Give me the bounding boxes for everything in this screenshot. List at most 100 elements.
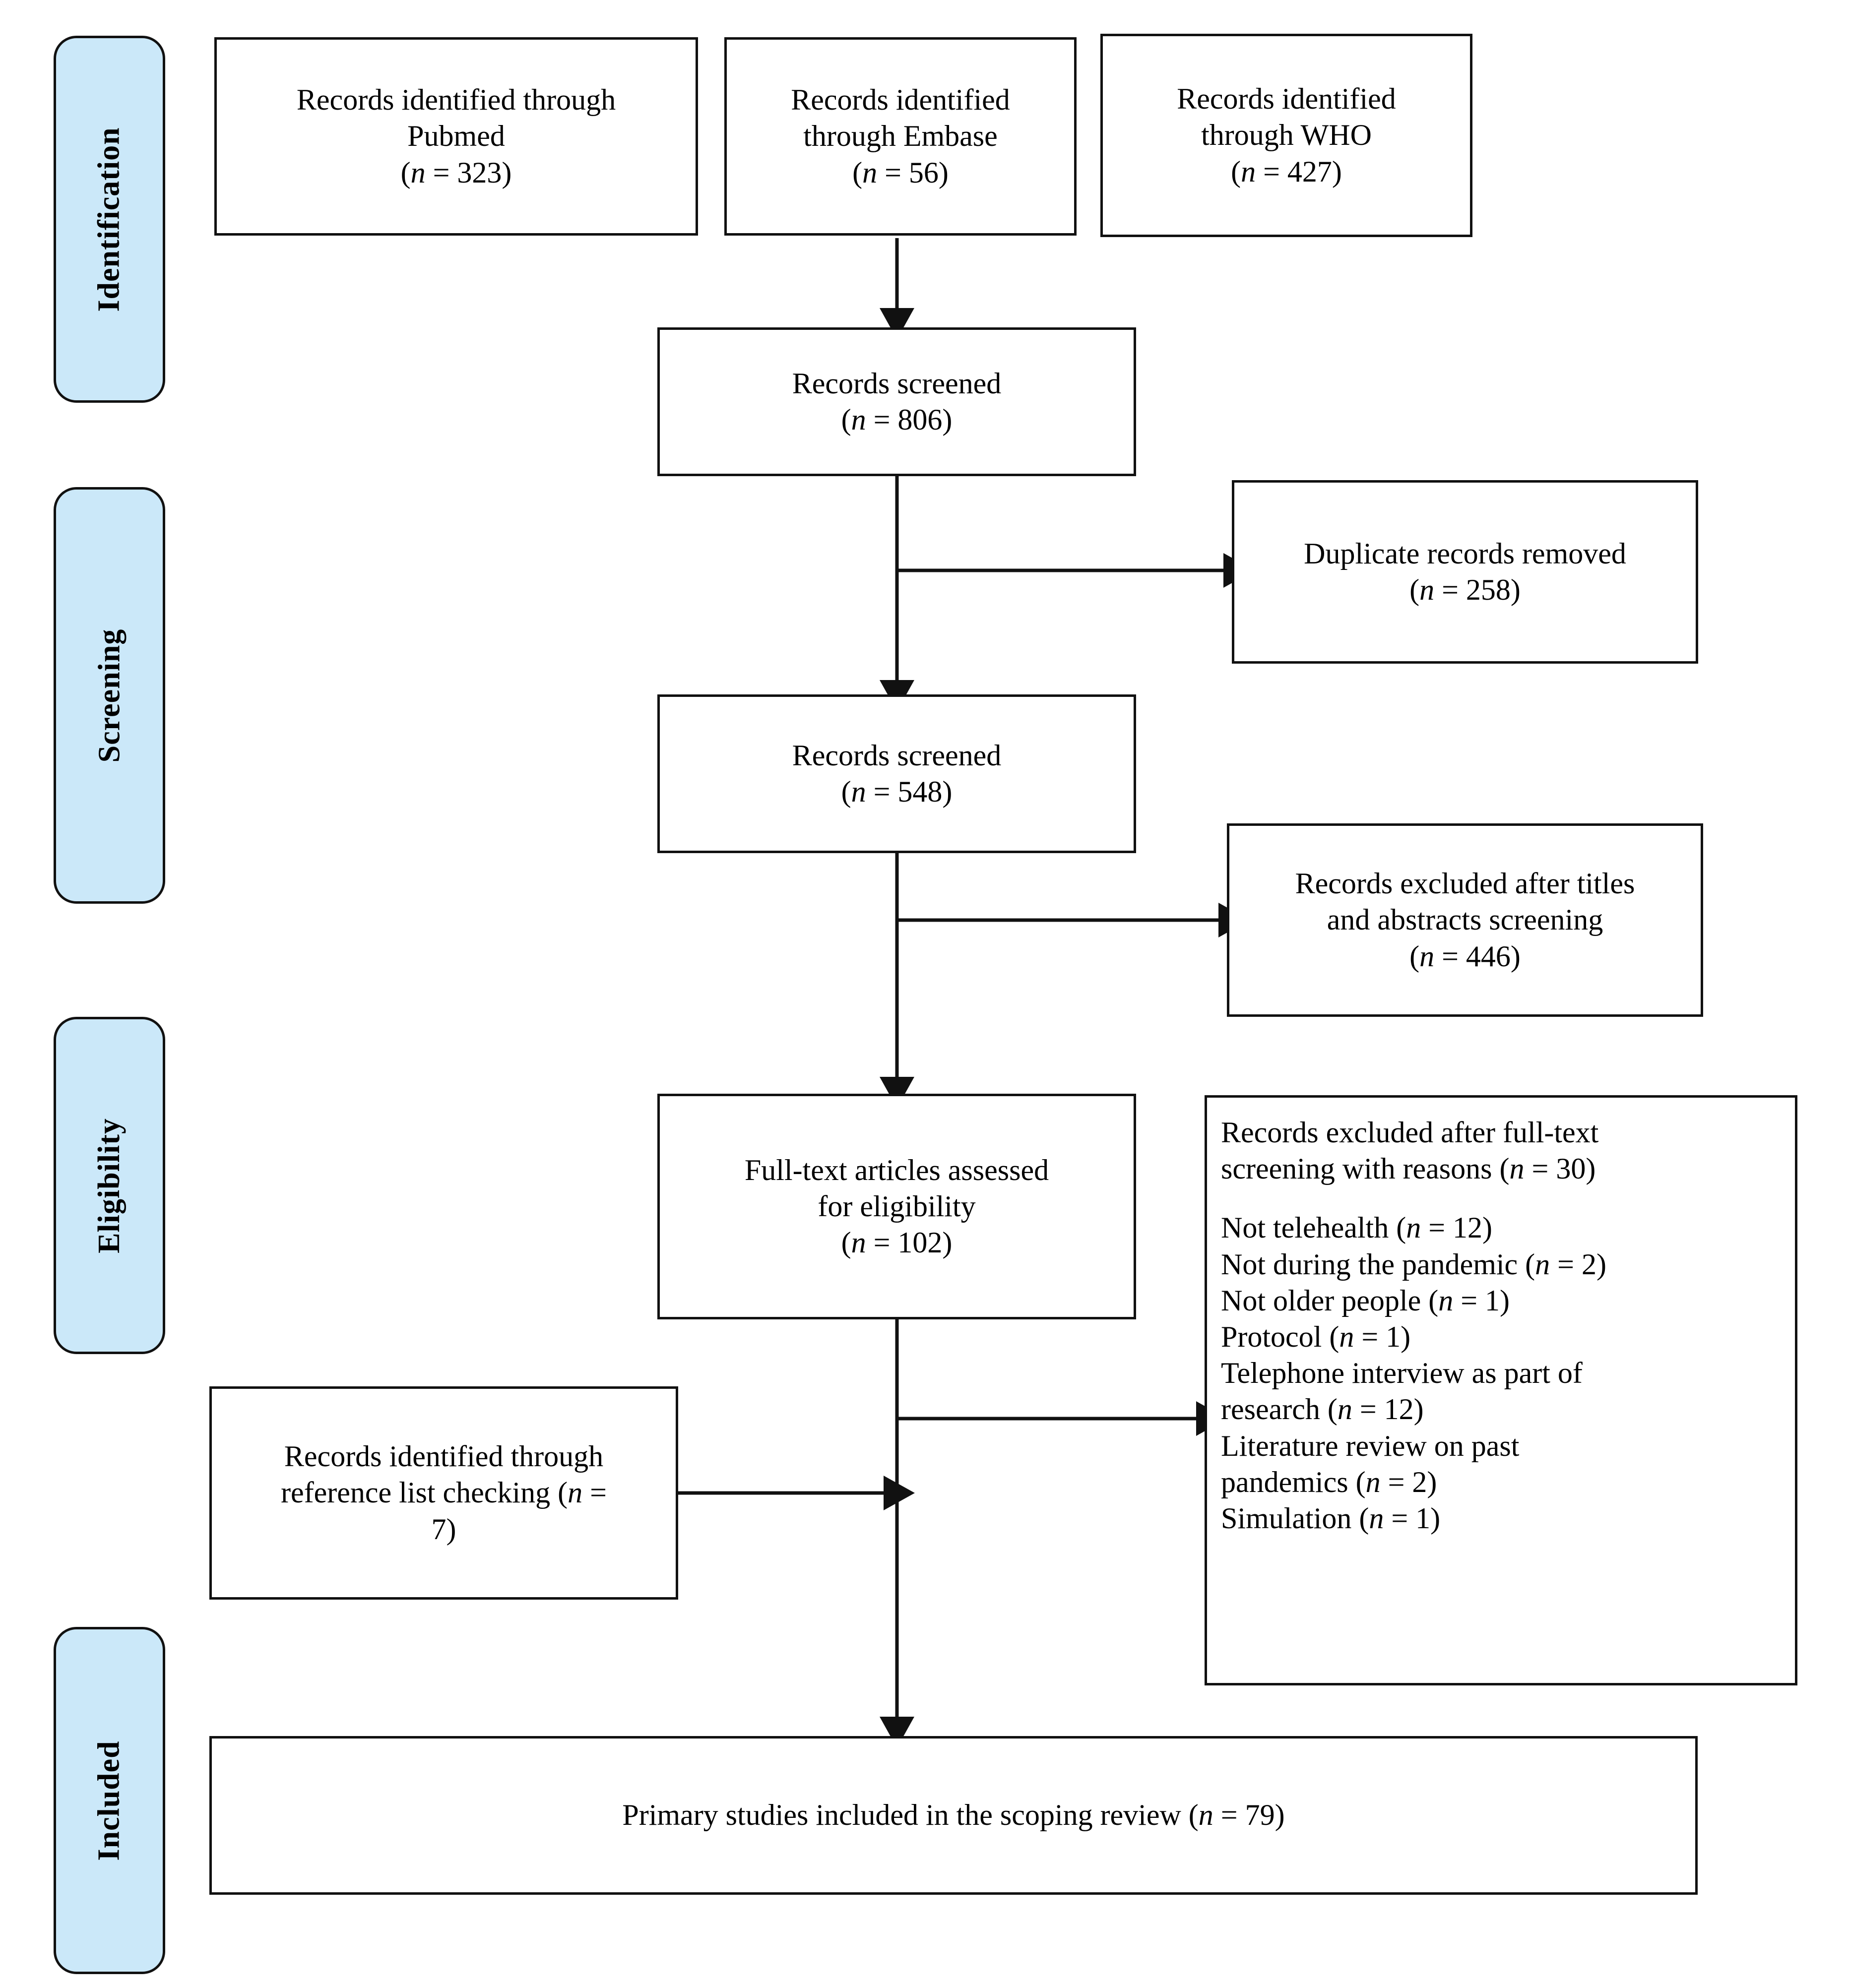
box-fulltext-assessed: Full-text articles assessed for eligibil… bbox=[657, 1094, 1136, 1319]
box-records-screened-548: Records screened (n = 548) bbox=[657, 694, 1136, 853]
screened2-line1: Records screened bbox=[792, 739, 1002, 772]
box-records-excluded-titles-abstracts: Records excluded after titles and abstra… bbox=[1227, 823, 1703, 1017]
box-primary-studies-included: Primary studies included in the scoping … bbox=[209, 1736, 1698, 1895]
reason-item: Simulation (n = 1) bbox=[1221, 1500, 1606, 1537]
reason-2-label: Not older people ( bbox=[1221, 1284, 1439, 1317]
reason-0-label: Not telehealth ( bbox=[1221, 1211, 1406, 1244]
box-records-excluded-fulltext-reasons: Records excluded after full-text screeni… bbox=[1205, 1095, 1797, 1685]
screened1-n-symbol: n bbox=[851, 403, 866, 436]
box-duplicate-records-removed: Duplicate records removed (n = 258) bbox=[1232, 480, 1698, 664]
excludedft-head-line1: Records excluded after full-text bbox=[1221, 1116, 1599, 1149]
screened2-count-value: = 548) bbox=[866, 775, 953, 808]
included-text-before: Primary studies included in the scoping … bbox=[622, 1799, 1199, 1832]
stage-pill-screening: Screening bbox=[54, 487, 165, 904]
reason-0-n-symbol: n bbox=[1406, 1211, 1421, 1244]
box-pubmed-text: Records identified through Pubmed (n = 3… bbox=[297, 82, 616, 191]
reason-1-label: Not during the pandemic ( bbox=[1221, 1247, 1535, 1281]
reason-7-label: pandemics ( bbox=[1221, 1465, 1366, 1498]
stage-pill-identification: Identification bbox=[54, 36, 165, 403]
reference-n-value: = bbox=[582, 1476, 607, 1509]
who-count-value: = 427) bbox=[1256, 155, 1342, 188]
embase-line2: through Embase bbox=[803, 120, 998, 153]
reason-item: Protocol (n = 1) bbox=[1221, 1319, 1606, 1355]
box-embase-text: Records identified through Embase (n = 5… bbox=[791, 82, 1010, 191]
reason-7-n-symbol: n bbox=[1365, 1465, 1381, 1498]
reason-3-n-symbol: n bbox=[1339, 1320, 1354, 1353]
reason-item: Not older people (n = 1) bbox=[1221, 1283, 1606, 1319]
reason-5-label: research ( bbox=[1221, 1393, 1338, 1426]
reason-item: Telephone interview as part of bbox=[1221, 1355, 1606, 1391]
reason-item: pandemics (n = 2) bbox=[1221, 1464, 1606, 1500]
box-fulltext-text: Full-text articles assessed for eligibil… bbox=[745, 1152, 1049, 1261]
stage-label-included: Included bbox=[92, 1740, 127, 1861]
box-excluded-ta-text: Records excluded after titles and abstra… bbox=[1295, 866, 1635, 975]
box-who-text: Records identified through WHO (n = 427) bbox=[1177, 81, 1396, 190]
stage-pill-included: Included bbox=[54, 1627, 165, 1974]
stage-label-screening: Screening bbox=[92, 628, 126, 762]
embase-count-open: ( bbox=[852, 156, 863, 189]
excludedta-line2: and abstracts screening bbox=[1327, 903, 1603, 936]
pubmed-count-value: = 323) bbox=[425, 156, 512, 189]
reason-2-n-symbol: n bbox=[1438, 1284, 1454, 1317]
box-included-text: Primary studies included in the scoping … bbox=[622, 1797, 1284, 1833]
box-duplicates-text: Duplicate records removed (n = 258) bbox=[1304, 536, 1626, 608]
included-n-symbol: n bbox=[1198, 1799, 1213, 1832]
pubmed-line2: Pubmed bbox=[407, 120, 505, 153]
pubmed-line1: Records identified through bbox=[296, 83, 616, 117]
who-count-open: ( bbox=[1231, 155, 1241, 188]
reason-6-label: Literature review on past bbox=[1221, 1429, 1520, 1462]
reason-8-label: Simulation ( bbox=[1221, 1501, 1369, 1535]
reason-5-value: = 12) bbox=[1352, 1393, 1424, 1426]
included-text-after: = 79) bbox=[1213, 1799, 1285, 1832]
reason-1-value: = 2) bbox=[1550, 1247, 1606, 1281]
excludedft-head-line2-after: = 30) bbox=[1524, 1152, 1596, 1185]
reason-3-label: Protocol ( bbox=[1221, 1320, 1339, 1353]
reason-8-n-symbol: n bbox=[1369, 1501, 1384, 1535]
reason-8-value: = 1) bbox=[1384, 1501, 1441, 1535]
who-line2: through WHO bbox=[1201, 119, 1372, 152]
box-records-pubmed: Records identified through Pubmed (n = 3… bbox=[214, 37, 698, 236]
excluded-ft-heading: Records excluded after full-text screeni… bbox=[1221, 1115, 1606, 1187]
box-excluded-ft-text: Records excluded after full-text screeni… bbox=[1221, 1115, 1606, 1537]
screened1-count-open: ( bbox=[841, 403, 851, 436]
box-records-screened-806: Records screened (n = 806) bbox=[657, 327, 1136, 476]
stage-label-eligibility: Eligibility bbox=[92, 1118, 126, 1253]
embase-n-symbol: n bbox=[862, 156, 878, 189]
box-screened2-text: Records screened (n = 548) bbox=[792, 738, 1001, 810]
reference-line1: Records identified through bbox=[284, 1440, 604, 1473]
box-records-embase: Records identified through Embase (n = 5… bbox=[724, 37, 1077, 236]
reason-4-label: Telephone interview as part of bbox=[1221, 1357, 1583, 1390]
fulltext-line2: for eligibility bbox=[818, 1189, 976, 1223]
reason-item: research (n = 12) bbox=[1221, 1391, 1606, 1428]
reason-item: Literature review on past bbox=[1221, 1428, 1606, 1464]
reason-5-n-symbol: n bbox=[1337, 1393, 1352, 1426]
screened1-count-value: = 806) bbox=[866, 403, 953, 436]
duplicates-count-open: ( bbox=[1409, 573, 1420, 606]
duplicates-n-symbol: n bbox=[1419, 573, 1435, 606]
who-line1: Records identified bbox=[1177, 82, 1396, 116]
reason-item: Not during the pandemic (n = 2) bbox=[1221, 1246, 1606, 1283]
embase-line1: Records identified bbox=[791, 83, 1010, 117]
duplicates-count-value: = 258) bbox=[1434, 573, 1521, 606]
excludedft-head-n-symbol: n bbox=[1509, 1152, 1525, 1185]
screened1-line1: Records screened bbox=[792, 367, 1002, 400]
excludedta-line1: Records excluded after titles bbox=[1295, 867, 1635, 900]
reason-3-value: = 1) bbox=[1354, 1320, 1411, 1353]
reason-0-value: = 12) bbox=[1421, 1211, 1493, 1244]
fulltext-n-symbol: n bbox=[851, 1226, 866, 1259]
box-reference-text: Records identified through reference lis… bbox=[281, 1438, 607, 1548]
fulltext-line1: Full-text articles assessed bbox=[744, 1153, 1049, 1186]
reason-2-value: = 1) bbox=[1453, 1284, 1510, 1317]
fulltext-count-value: = 102) bbox=[866, 1226, 953, 1259]
reference-line3: 7) bbox=[431, 1512, 456, 1546]
excludedta-n-symbol: n bbox=[1419, 939, 1435, 973]
reference-line2: reference list checking ( bbox=[281, 1476, 568, 1509]
excludedta-count-value: = 446) bbox=[1434, 939, 1521, 973]
stage-label-identification: Identification bbox=[92, 126, 127, 312]
excludedta-count-open: ( bbox=[1409, 939, 1420, 973]
stage-pill-eligibility: Eligibility bbox=[54, 1017, 165, 1354]
excludedft-head-line2-before: screening with reasons ( bbox=[1221, 1152, 1510, 1185]
reason-1-n-symbol: n bbox=[1535, 1247, 1550, 1281]
box-screened1-text: Records screened (n = 806) bbox=[792, 366, 1001, 438]
